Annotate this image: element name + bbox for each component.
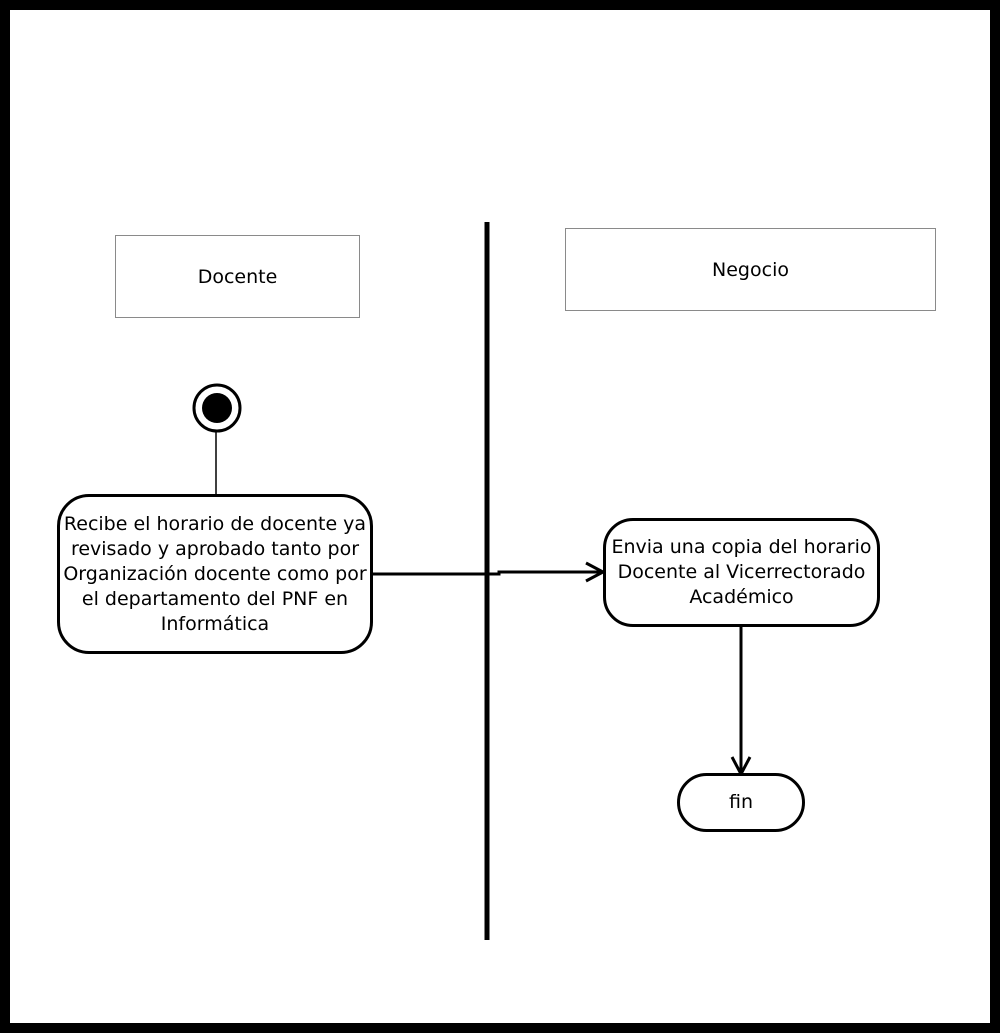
lane-header-docente: Docente [115,235,360,318]
activity-recibe-horario: Recibe el horario de docente ya revisado… [57,494,373,654]
lane-header-negocio: Negocio [565,228,936,311]
edge-recibe-to-envia [372,570,600,576]
initial-node [202,393,232,423]
activity-envia-copia: Envia una copia del horario Docente al V… [603,518,880,627]
final-node-fin: fin [677,773,805,832]
